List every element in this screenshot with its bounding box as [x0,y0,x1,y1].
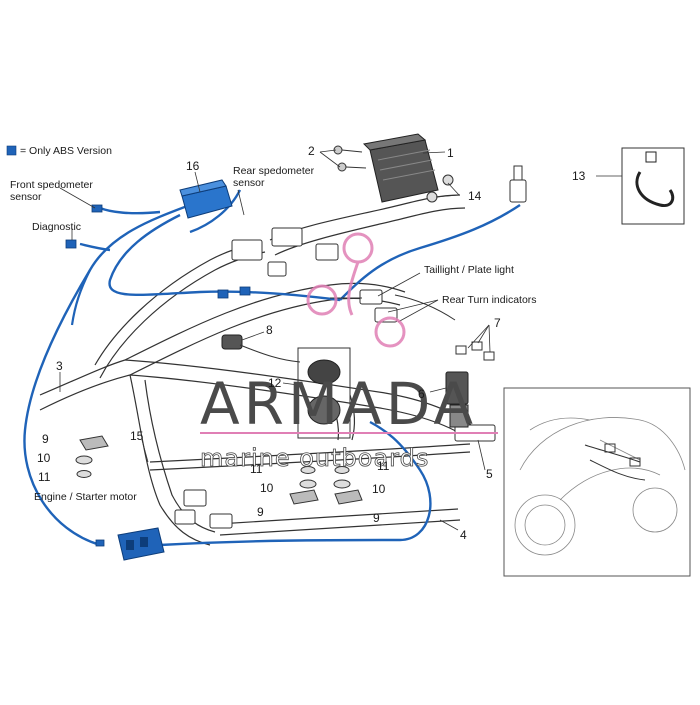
abs-wires [23,189,521,547]
horn [297,347,351,439]
part-number-4: 4 [460,528,467,542]
part-number-10-center: 10 [260,481,274,495]
cable-tie-panel [621,147,685,225]
terminal-cap [221,334,301,363]
part-number-7: 7 [494,316,501,330]
part-number-13: 13 [572,169,586,183]
part-number-16: 16 [186,159,200,173]
part-number-3: 3 [56,359,63,373]
label-rear-spedometer-sensor-line1: Rear spedometer [233,165,315,177]
watermark-brand: ARMADA [200,370,477,438]
part-number-5: 5 [486,467,493,481]
part-number-11-center: 11 [250,462,263,476]
part-number-9-center: 9 [257,505,264,519]
part-number-11-right: 11 [377,459,390,473]
part-number-9-left: 9 [42,432,49,446]
label-rear-turn-indicators: Rear Turn indicators [442,294,537,306]
part-number-12: 12 [268,376,282,390]
part-number-11-left: 11 [38,470,51,484]
abs-ecu-box [179,179,233,219]
watermark-tagline: marine outboards [200,444,429,472]
label-taillight-plate-light: Taillight / Plate light [424,264,514,276]
bulbs [455,341,495,361]
label-engine-starter-motor: Engine / Starter motor [34,491,137,503]
label-front-spedometer-sensor-line2: sensor [10,191,42,203]
armada-logo-mark [306,232,406,348]
abs-legend-text: = Only ABS Version [20,145,112,157]
motorcycle-inset [503,387,691,577]
relay [445,371,469,428]
part-number-9-right: 9 [373,511,380,525]
label-diagnostic: Diagnostic [32,221,81,233]
label-front-spedometer-sensor-line1: Front spedometer [10,179,93,191]
part-number-15: 15 [130,429,144,443]
part-number-10-left: 10 [37,451,51,465]
diagnostic-wire [70,269,91,326]
washer-sets [75,435,363,505]
leader-lines [59,149,622,531]
rear-plug-connector [509,165,527,203]
part-number-10-right: 10 [372,482,386,496]
screws [333,145,367,172]
label-rear-spedometer-sensor-line2: sensor [233,177,265,189]
abs-modulator-connector [117,527,165,561]
part-number-6: 6 [418,387,425,401]
part-number-2: 2 [308,144,315,158]
part-number-8: 8 [266,323,273,337]
part-number-1: 1 [447,146,454,160]
part-number-14: 14 [468,189,482,203]
abs-small-connectors [65,204,251,547]
voltage-regulator [362,133,439,203]
abs-legend-swatch [6,145,17,156]
